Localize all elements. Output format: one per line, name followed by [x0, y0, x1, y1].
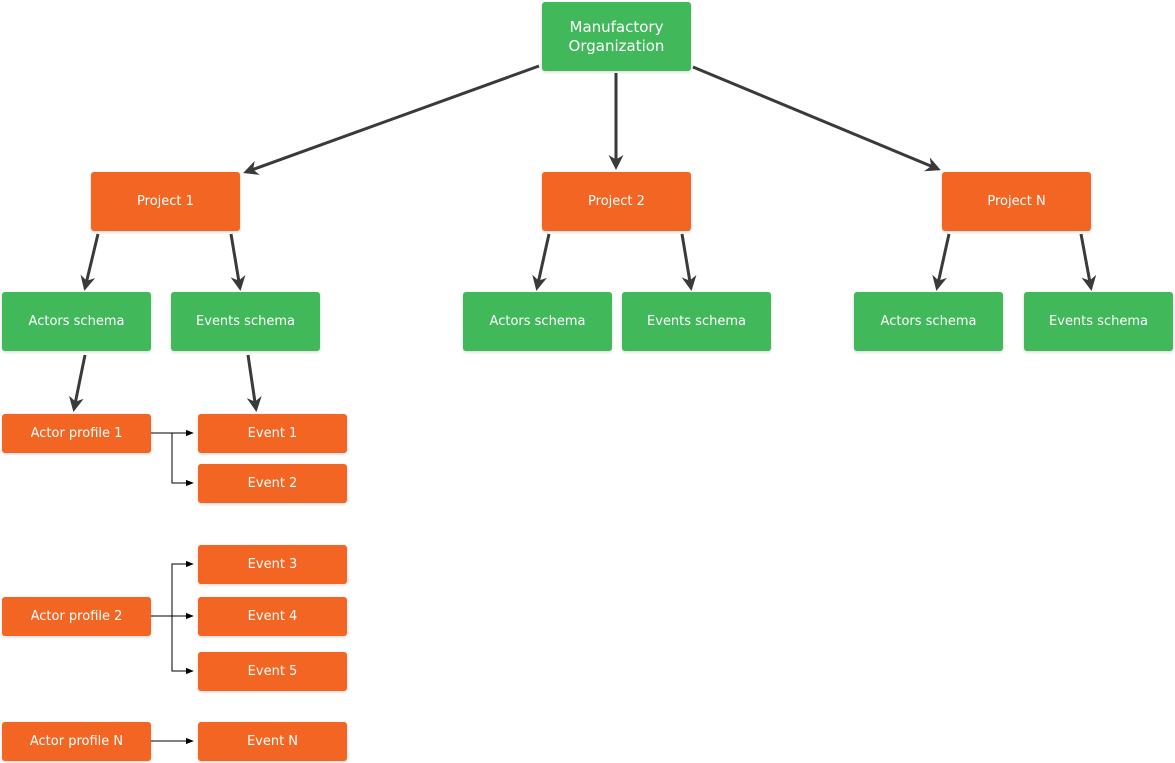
project-n-label: Project N [987, 194, 1046, 209]
edge-org-project-n [692, 65, 941, 172]
event-3-label: Event 3 [247, 557, 298, 572]
node-event-2: Event 2 [198, 464, 347, 503]
events-schema-2-label: Events schema [647, 314, 746, 329]
node-project-n: Project N [942, 172, 1091, 231]
node-actor-profile-1: Actor profile 1 [2, 414, 151, 453]
edge-project-2-events [680, 233, 697, 291]
node-event-1: Event 1 [198, 414, 347, 453]
node-actors-schema-1: Actors schema [2, 292, 151, 351]
actor-profile-1-label: Actor profile 1 [30, 426, 123, 441]
edge-profile-2-event-3 [151, 560, 194, 617]
edge-project-1-actors [80, 233, 100, 291]
edge-project-2-actors [532, 233, 551, 291]
events-schema-n-label: Events schema [1049, 314, 1148, 329]
edge-profile-1-event-2 [171, 433, 194, 487]
node-project-2: Project 2 [542, 172, 691, 231]
node-events-schema-n: Events schema [1024, 292, 1173, 351]
edge-project-n-events [1079, 233, 1097, 291]
node-events-schema-1: Events schema [171, 292, 320, 351]
node-event-3: Event 3 [198, 545, 347, 584]
edge-events-schema-event-1 [246, 354, 262, 412]
event-5-label: Event 5 [247, 664, 298, 679]
node-actors-schema-2: Actors schema [463, 292, 612, 351]
actors-schema-2-label: Actors schema [489, 314, 586, 329]
project-2-label: Project 2 [588, 194, 645, 209]
event-2-label: Event 2 [247, 476, 298, 491]
node-project-1: Project 1 [91, 172, 240, 231]
event-4-label: Event 4 [247, 609, 298, 624]
node-actor-profile-2: Actor profile 2 [2, 597, 151, 636]
node-event-n: Event N [198, 722, 347, 761]
project-1-label: Project 1 [137, 194, 194, 209]
edge-actors-schema-profile-1 [69, 354, 87, 412]
organization-label-line-2: Organization [568, 36, 665, 55]
node-event-4: Event 4 [198, 597, 347, 636]
edge-project-n-actors [932, 233, 951, 291]
edge-project-1-events [229, 233, 246, 291]
event-1-label: Event 1 [247, 426, 298, 441]
node-organization: Manufactory Organization [542, 2, 691, 71]
event-n-label: Event N [246, 734, 299, 749]
node-events-schema-2: Events schema [622, 292, 771, 351]
node-actor-profile-n: Actor profile N [2, 722, 151, 761]
edge-org-project-1 [243, 64, 540, 175]
actor-profile-2-label: Actor profile 2 [30, 609, 123, 624]
actors-schema-n-label: Actors schema [880, 314, 977, 329]
organization-label-line-1: Manufactory [569, 17, 664, 36]
node-event-5: Event 5 [198, 652, 347, 691]
actor-profile-n-label: Actor profile N [29, 734, 124, 749]
actors-schema-1-label: Actors schema [28, 314, 125, 329]
events-schema-1-label: Events schema [196, 314, 295, 329]
edge-profile-2-event-5 [171, 616, 194, 675]
node-actors-schema-n: Actors schema [854, 292, 1003, 351]
